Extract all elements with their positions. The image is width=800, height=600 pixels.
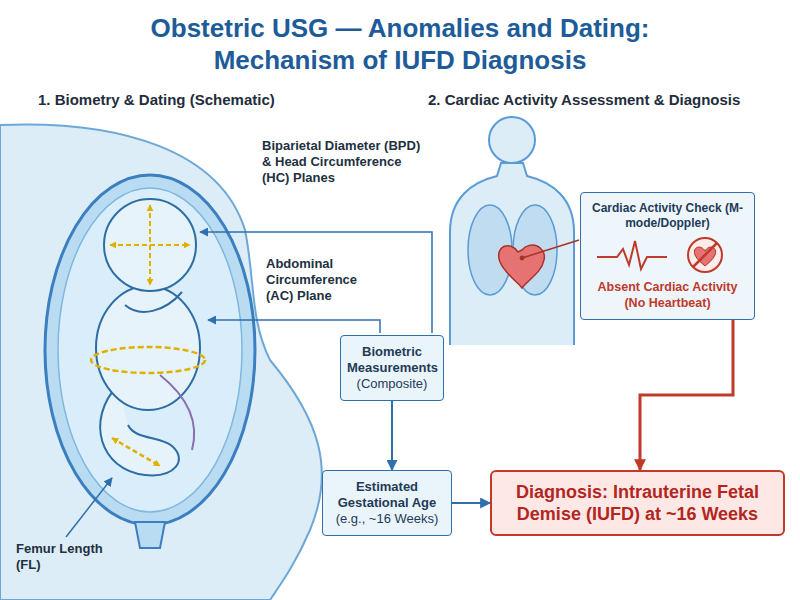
process-box: Estimated Gestational Age(e.g., ~16 Week… xyxy=(322,470,452,536)
hc-plane xyxy=(149,205,151,285)
umbilical-cord xyxy=(160,375,194,450)
part-label: Femur Length (FL) xyxy=(16,541,104,573)
leader-line xyxy=(200,232,432,333)
heartbeat-icon xyxy=(593,235,743,275)
fetus xyxy=(96,199,200,475)
flow-arrow xyxy=(391,401,393,470)
fetal-arm xyxy=(125,292,182,312)
part-label: Abdominal Circumference (AC) Plane xyxy=(266,256,374,304)
cross-line xyxy=(693,243,717,267)
heart xyxy=(499,245,545,288)
ecg-trace xyxy=(597,241,667,269)
chest-figure xyxy=(450,117,574,345)
amniotic-sac xyxy=(58,188,242,512)
node-text: Absent Cardiac Activity (No Heartbeat) xyxy=(588,279,747,311)
node-text: Estimated Gestational Age xyxy=(329,479,445,511)
diagram-title: Obstetric USG — Anomalies and Dating: Me… xyxy=(100,12,700,76)
fetal-head xyxy=(104,199,196,291)
leader-line xyxy=(66,478,112,537)
section-heading: 1. Biometry & Dating (Schematic) xyxy=(38,90,378,109)
body-outline xyxy=(0,124,322,600)
leader-line xyxy=(522,240,579,258)
section-heading: 2. Cardiac Activity Assessment & Diagnos… xyxy=(428,90,796,109)
node-text: Diagnosis: Intrauterine Fetal Demise (IU… xyxy=(502,481,773,525)
flow-arrow xyxy=(640,320,733,470)
figure-head xyxy=(489,117,535,163)
flow-arrow xyxy=(452,502,490,504)
assessment-box: Cardiac Activity Check (M-mode/Doppler) … xyxy=(580,192,755,320)
node-text: Biometric Measurements xyxy=(347,344,437,376)
part-label: Biparietal Diameter (BPD) & Head Circumf… xyxy=(262,138,422,186)
node-text: (Composite) xyxy=(347,376,437,392)
fl-plane xyxy=(112,438,160,466)
figure-torso xyxy=(450,163,574,345)
diagnosis-box: Diagnosis: Intrauterine Fetal Demise (IU… xyxy=(490,470,785,536)
leader-line xyxy=(208,320,380,333)
no-heartbeat-symbol xyxy=(688,238,722,272)
cervix xyxy=(135,522,165,548)
process-box: Biometric Measurements(Composite) xyxy=(340,335,444,401)
uterus-wall xyxy=(45,175,255,525)
node-text: (e.g., ~16 Weeks) xyxy=(329,511,445,527)
ac-plane xyxy=(91,347,205,373)
node-text: Cardiac Activity Check (M-mode/Doppler) xyxy=(588,201,747,231)
